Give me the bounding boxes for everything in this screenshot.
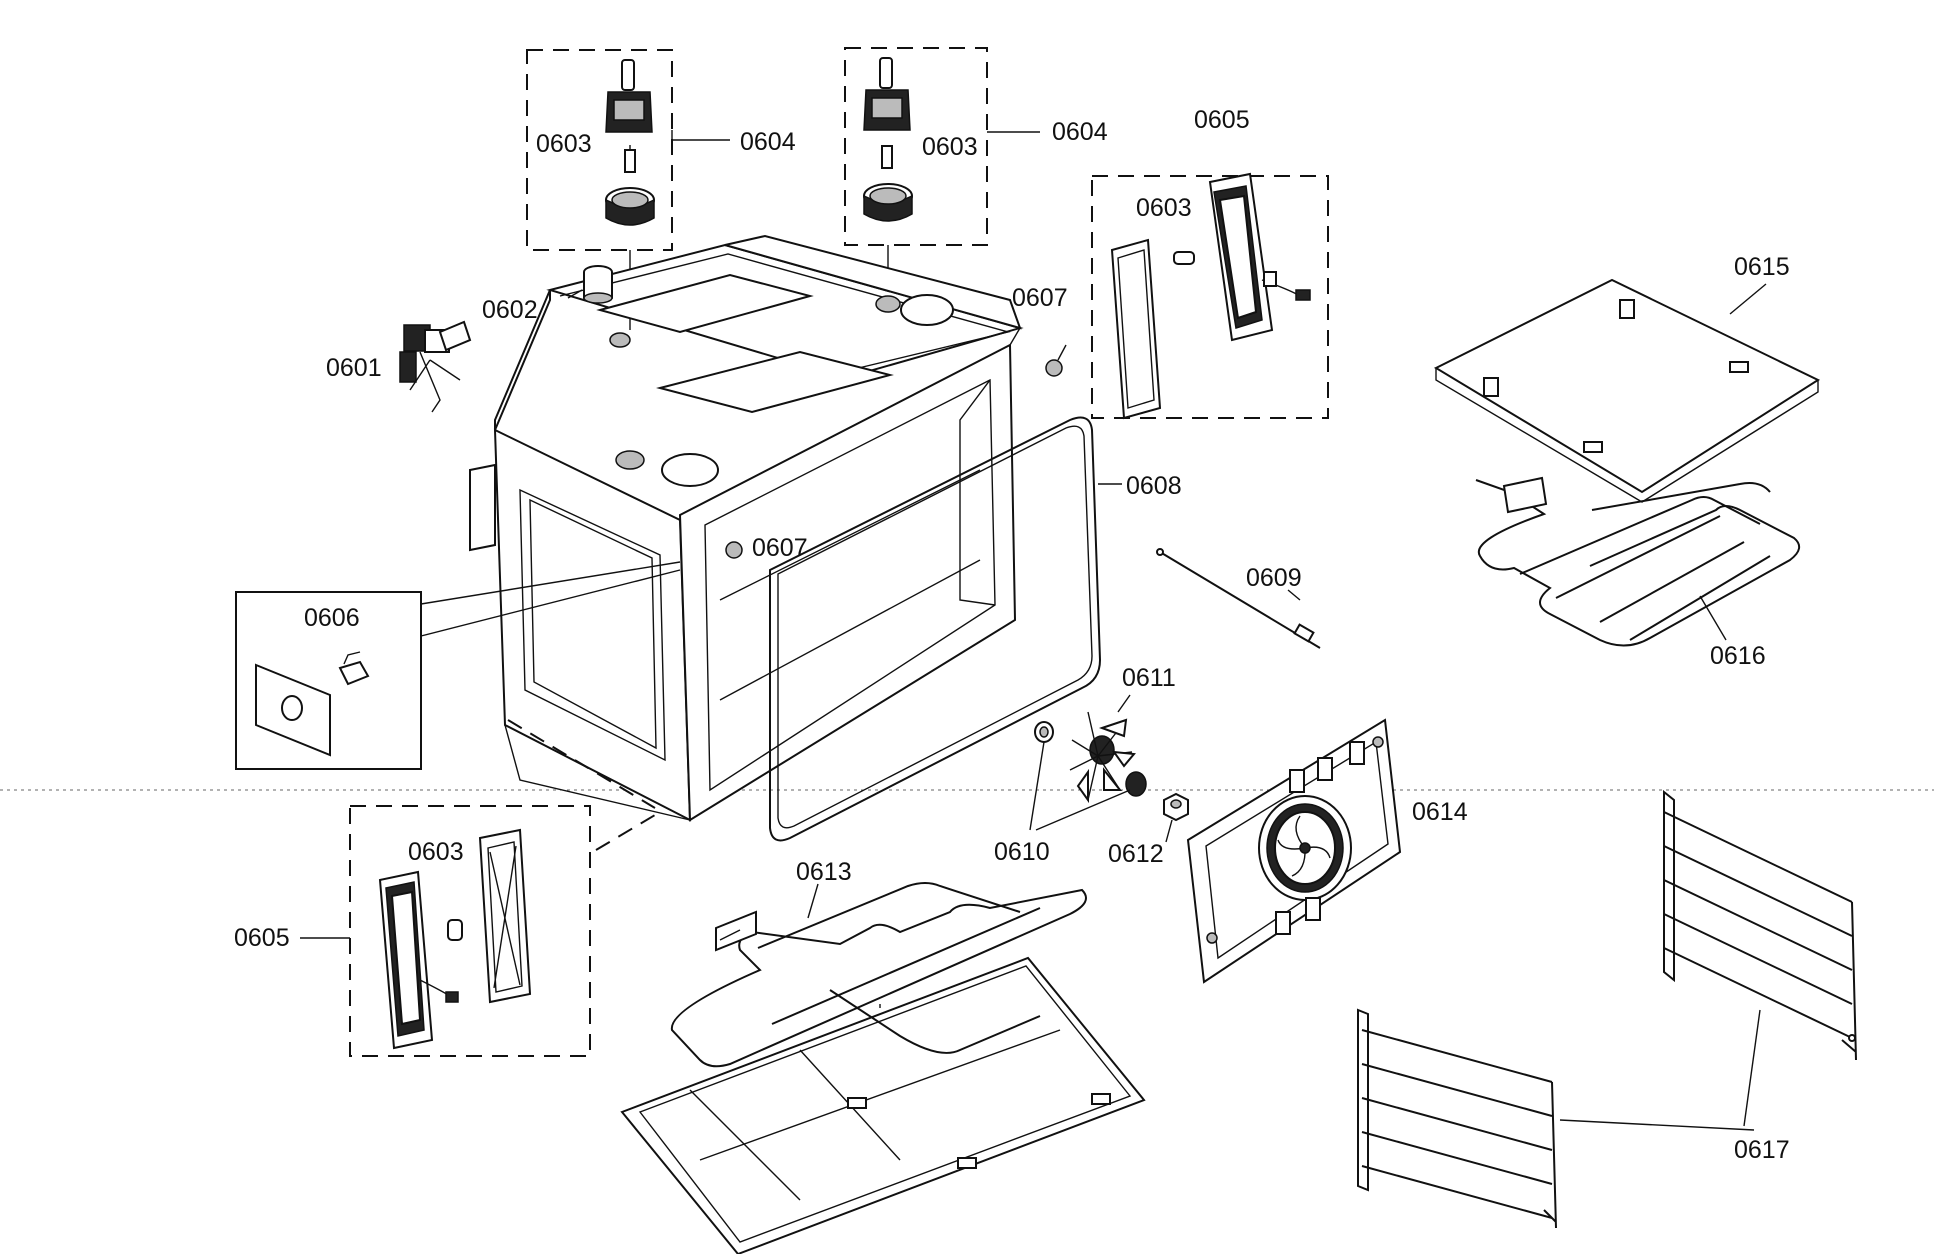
part-0608-gasket [769, 416, 1102, 842]
inset-box-0606 [235, 591, 422, 770]
part-0613-bottom-element [620, 882, 1146, 1254]
part-0617-rack-left [1357, 1008, 1557, 1229]
label-0601: 0601 [326, 354, 382, 382]
label-0615: 0615 [1734, 253, 1790, 281]
part-0614-fan-cover [1186, 718, 1402, 984]
part-0611-fan [1069, 711, 1147, 804]
label-0602: 0602 [482, 296, 538, 324]
label-0611: 0611 [1122, 664, 1176, 692]
oven-cavity [469, 234, 1024, 822]
label-0610: 0610 [994, 838, 1050, 866]
label-0606: 0606 [304, 604, 360, 632]
side-lamp-assembly-bottom [349, 805, 591, 1057]
part-0616-top-element [1475, 476, 1801, 647]
label-0607-front: 0607 [752, 534, 808, 562]
part-0615-top-plate [1433, 278, 1821, 503]
label-0607-top: 0607 [1012, 284, 1068, 312]
part-0609-sensor [1156, 548, 1321, 649]
part-0606-inset [235, 561, 681, 770]
label-0603-a: 0603 [536, 130, 592, 158]
part-0617-rack-right [1663, 789, 1857, 1061]
label-0614: 0614 [1412, 798, 1468, 826]
label-0617: 0617 [1734, 1136, 1790, 1164]
label-0605-top: 0605 [1194, 106, 1250, 134]
label-0612: 0612 [1108, 840, 1164, 868]
part-0602-vent [583, 265, 613, 304]
part-0612-nut [1163, 792, 1189, 822]
part-0607-knob-top [1045, 359, 1063, 377]
dashed-box-side-lamp-top [1091, 175, 1329, 419]
lamp-assembly-left [526, 49, 673, 330]
label-0616: 0616 [1710, 642, 1766, 670]
label-0605-bottom: 0605 [234, 924, 290, 952]
label-0613: 0613 [796, 858, 852, 886]
label-0603-b: 0603 [922, 133, 978, 161]
lamp-assembly-right [844, 47, 988, 305]
label-0604-b: 0604 [1052, 118, 1108, 146]
label-0604-a: 0604 [740, 128, 796, 156]
part-0601-motor [399, 320, 472, 413]
label-0608: 0608 [1126, 472, 1182, 500]
label-0609: 0609 [1246, 564, 1302, 592]
dashed-box-side-lamp-bottom [349, 805, 591, 1057]
side-lamp-assembly-top [1091, 172, 1329, 420]
dashed-box-lamp-right [844, 47, 988, 246]
dashed-box-lamp-left [526, 49, 673, 251]
label-0603-d: 0603 [408, 838, 464, 866]
label-0603-c: 0603 [1136, 194, 1192, 222]
